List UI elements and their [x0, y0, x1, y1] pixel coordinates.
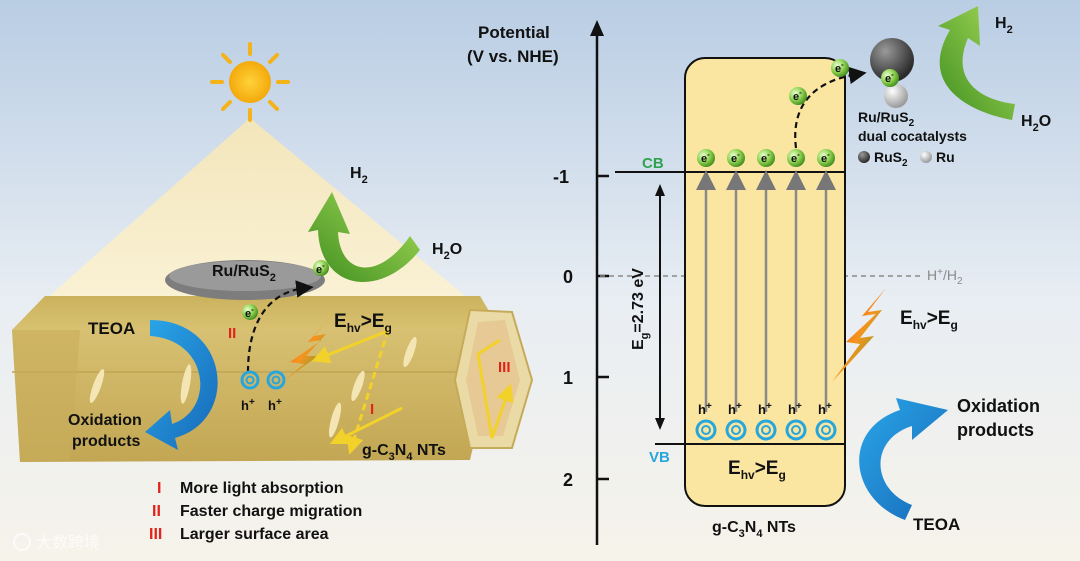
hydrogen-reference-label: H+/H2 — [927, 267, 963, 287]
electron-transit-1 — [789, 87, 807, 105]
vb-holes — [695, 419, 837, 441]
roman-two-marker: II — [228, 325, 236, 342]
ru-legend-label: Ru — [936, 149, 955, 165]
vb-hole-labels: h+ h+ h+ h+ h+ — [698, 401, 832, 417]
svg-text:h+: h+ — [758, 401, 772, 417]
svg-text:e-: e- — [885, 70, 894, 85]
svg-text:e-: e- — [793, 88, 802, 103]
tick-label-minus1: -1 — [553, 167, 569, 187]
right-ehv-eg-label: Ehv>Eg — [900, 308, 958, 332]
right-h2-evolution-arrow — [938, 6, 1015, 120]
svg-text:h+: h+ — [698, 401, 712, 417]
cb-electrons — [697, 149, 835, 167]
electron-cocatalyst — [313, 260, 329, 276]
svg-text:大数跨境: 大数跨境 — [36, 533, 100, 552]
electron-tube — [242, 304, 258, 320]
dual-cocatalyst-label-2: dual cocatalysts — [858, 128, 967, 144]
light-beam — [45, 118, 470, 300]
right-electron-transfer-arrow — [794, 66, 867, 149]
charge-migration-arrows — [311, 328, 514, 455]
right-panel: Potential (V vs. NHE) -1 0 1 2 H+/H2 CB … — [467, 6, 1051, 545]
teoa-oxidation-arrow — [145, 320, 218, 450]
electron-transit-2 — [831, 59, 849, 77]
tick-label-1: 1 — [563, 368, 573, 388]
legend-numeral-3: III — [149, 526, 162, 543]
axis-title-line1: Potential — [478, 23, 550, 42]
roman-three-marker: III — [498, 359, 511, 376]
right-tube-label: g-C3N4 NTs — [712, 519, 796, 540]
cb-label: CB — [642, 155, 664, 172]
h2-evolution-arrow — [308, 192, 420, 283]
tick-label-0: 0 — [563, 267, 573, 287]
band-gap-label: Eg=2.73 eV — [630, 268, 651, 350]
hole-label-1: h+ — [241, 397, 255, 413]
legend-numeral-1: I — [157, 480, 161, 497]
legend-text-2: Faster charge migration — [180, 503, 362, 520]
roman-one-marker: I — [370, 401, 374, 418]
vb-label: VB — [649, 449, 670, 466]
svg-text:e-: e- — [761, 150, 770, 165]
legend-text-3: Larger surface area — [180, 526, 329, 543]
watermark: 大数跨境 — [13, 533, 100, 552]
right-ehv-eg-inner: Ehv>Eg — [728, 458, 786, 482]
svg-text:h+: h+ — [728, 401, 742, 417]
svg-text:e-: e- — [731, 150, 740, 165]
right-h2-label: H2 — [995, 15, 1013, 36]
svg-text:e-: e- — [791, 150, 800, 165]
axis-arrowhead — [590, 20, 604, 36]
hole-label-2: h+ — [268, 397, 282, 413]
legend-text-1: More light absorption — [180, 480, 344, 497]
left-oxidation-label-2: products — [72, 433, 141, 450]
watermark-logo-icon — [13, 533, 31, 551]
rus2-legend-label: RuS2 — [874, 149, 908, 169]
electron-on-cocatalyst — [881, 69, 899, 87]
svg-text:e-: e- — [316, 261, 325, 276]
left-oxidation-label-1: Oxidation — [68, 412, 142, 429]
sun-icon — [210, 42, 290, 122]
right-h2o-label: H2O — [1021, 113, 1051, 134]
svg-text:h+: h+ — [788, 401, 802, 417]
right-lightning-bolt-icon — [832, 288, 886, 382]
left-ehv-eg-label: Ehv>Eg — [334, 311, 392, 335]
right-oxidation-label-2: products — [957, 420, 1034, 440]
svg-text:e-: e- — [835, 60, 844, 75]
ru-legend-icon — [920, 151, 932, 163]
left-teoa-label: TEOA — [88, 319, 135, 338]
cb-electron-labels: e- e- e- e- e- — [701, 150, 830, 165]
svg-text:h+: h+ — [818, 401, 832, 417]
ru-particle — [884, 84, 908, 108]
electron-transfer-arrow — [246, 280, 314, 373]
right-oxidation-label-1: Oxidation — [957, 396, 1040, 416]
tick-label-2: 2 — [563, 470, 573, 490]
left-tube-label: g-C3N4 NTs — [362, 442, 446, 463]
left-cocatalyst-label: Ru/RuS2 — [212, 263, 276, 284]
left-h2-label: H2 — [350, 165, 368, 186]
svg-text:e-: e- — [245, 305, 254, 320]
excitation-arrows — [696, 170, 836, 412]
left-panel: e- e- h+ h+ H2 H2O Ru/RuS2 TEOA Oxid — [12, 42, 534, 552]
holes-left — [240, 370, 286, 390]
legend: I More light absorption II Faster charge… — [149, 480, 362, 543]
right-teoa-label: TEOA — [913, 515, 960, 534]
dual-cocatalyst-label-1: Ru/RuS2 — [858, 109, 915, 129]
axis-title-line2: (V vs. NHE) — [467, 47, 559, 66]
svg-text:e-: e- — [701, 150, 710, 165]
svg-text:e-: e- — [821, 150, 830, 165]
legend-numeral-2: II — [152, 503, 161, 520]
right-teoa-oxidation-arrow — [859, 398, 948, 520]
rus2-legend-icon — [858, 151, 870, 163]
left-h2o-label: H2O — [432, 241, 462, 262]
rus2-particle — [870, 38, 914, 82]
